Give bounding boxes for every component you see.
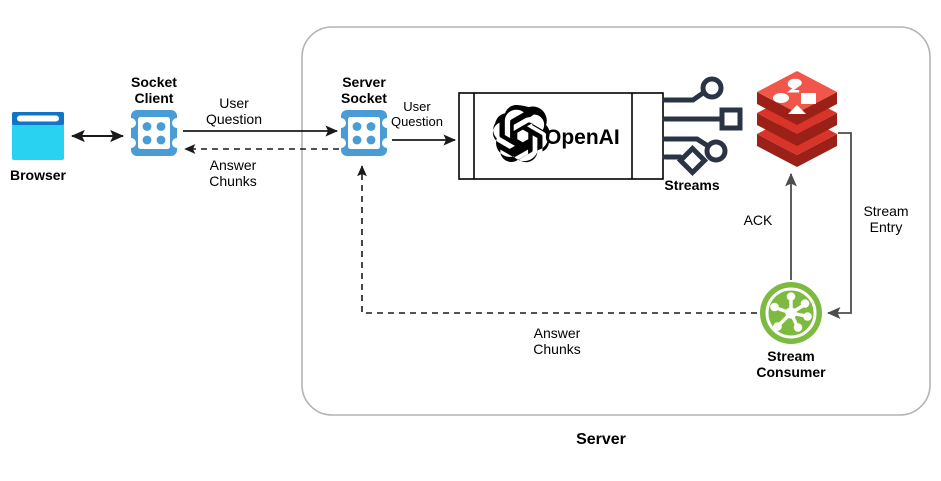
redis-logo-icon: [757, 71, 837, 167]
socket-client-label-line1: Socket: [131, 74, 177, 90]
socket-chip-icon-client: [131, 110, 177, 156]
edge-label-user-question-1-line1: User: [219, 95, 249, 111]
edge-label-stream-entry-line1: Stream: [863, 203, 909, 219]
openai-box: [458, 92, 664, 180]
edge-label-answer-chunks-2-line2: Chunks: [533, 341, 581, 357]
stream-consumer-label-line2: Consumer: [756, 364, 826, 380]
browser-icon: [12, 112, 64, 160]
stream-consumer-label-line1: Stream: [767, 348, 815, 364]
edge-label-user-question-2-line2: Question: [390, 114, 444, 129]
edge-label-user-question-1-line2: Question: [205, 111, 263, 127]
server-boundary-label: Server: [576, 431, 626, 448]
openai-logo-icon: [492, 105, 550, 163]
edge-label-answer-chunks-1-line2: Chunks: [209, 173, 257, 189]
server-boundary-rect: [301, 26, 931, 416]
edge-stream-entry: [826, 132, 852, 319]
network-hub-icon: [760, 282, 822, 344]
edge-label-answer-chunks-2-line1: Answer: [533, 325, 581, 341]
server-socket-label-line1: Server: [342, 74, 386, 90]
browser-label: Browser: [9, 167, 67, 183]
edge-label-user-question-2-line1: User: [403, 99, 431, 114]
server-socket-label-line2: Socket: [341, 90, 387, 106]
socket-client-label-line2: Client: [134, 90, 174, 106]
socket-chip-icon-server: [341, 110, 387, 156]
streams-label: Streams: [664, 177, 720, 193]
streams-icon: [662, 76, 743, 177]
edge-label-answer-chunks-1-line1: Answer: [209, 157, 257, 173]
edge-label-stream-entry-line2: Entry: [869, 219, 903, 235]
openai-label: OpenAI: [545, 126, 620, 149]
edge-label-ack: ACK: [743, 212, 773, 228]
